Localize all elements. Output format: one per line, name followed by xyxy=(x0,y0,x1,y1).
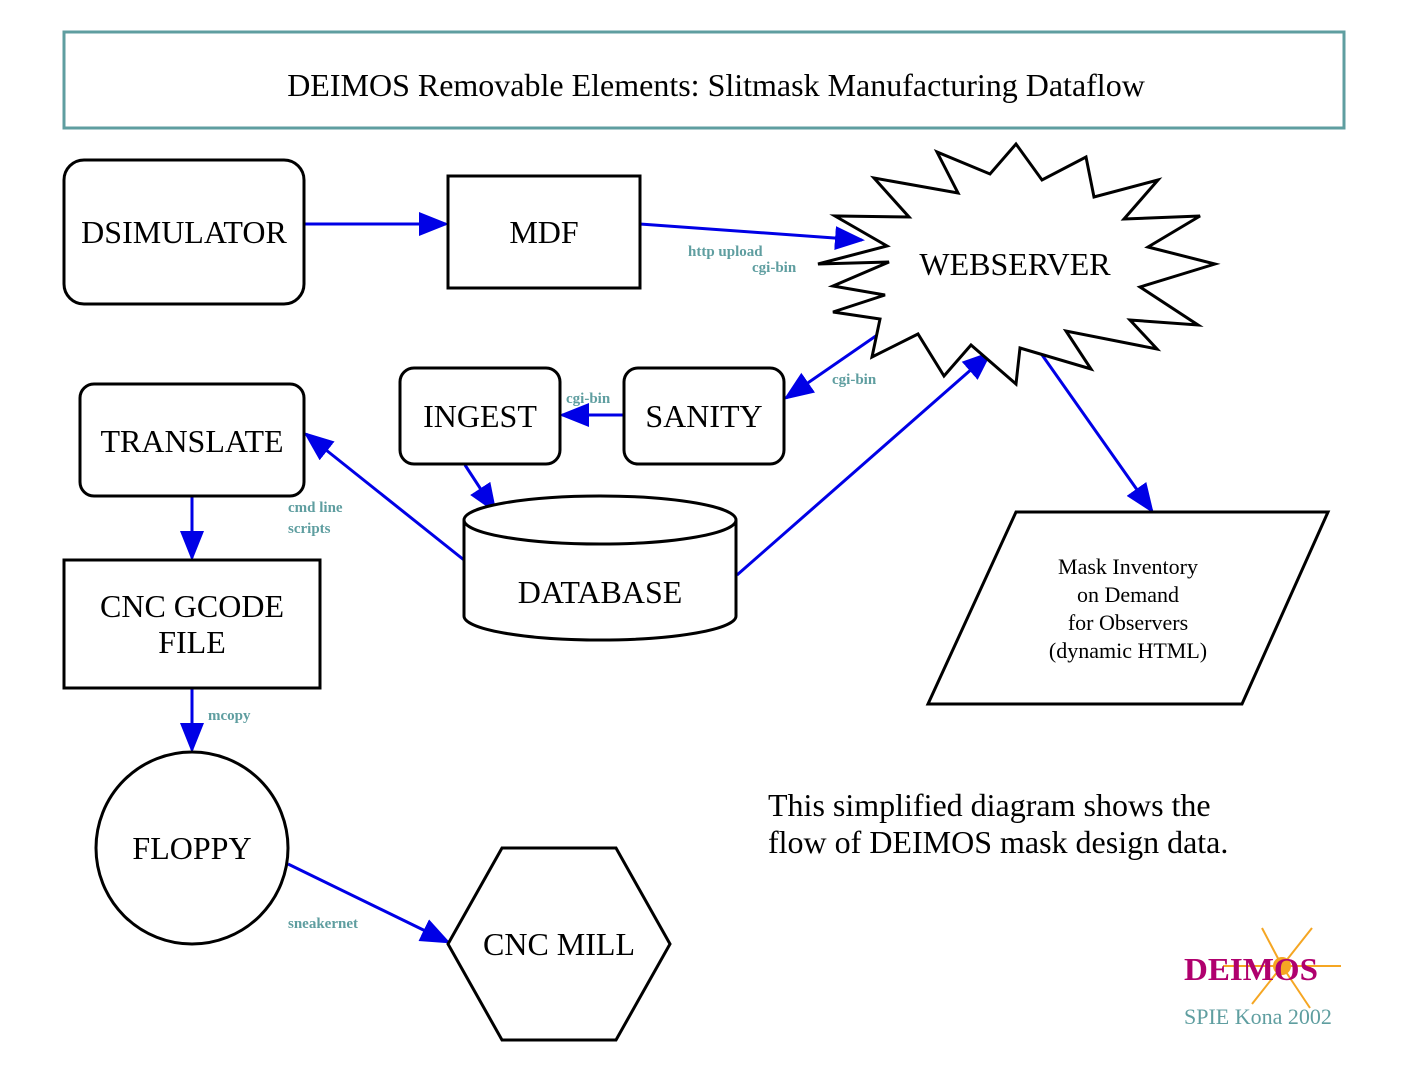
node-ingest xyxy=(398,366,562,466)
label-cmd-line: cmd line xyxy=(288,500,343,516)
label-cgi-bin-upload: cgi-bin xyxy=(752,260,797,276)
title-box xyxy=(62,30,1346,130)
node-inventory-line2: on Demand xyxy=(1077,582,1179,607)
page-title: DEIMOS Removable Elements: Slitmask Manu… xyxy=(287,67,1145,103)
node-inventory-line4: (dynamic HTML) xyxy=(1049,638,1207,663)
node-mdf-label: MDF xyxy=(509,214,578,250)
label-sneakernet: sneakernet xyxy=(288,916,358,932)
logo-text: DEIMOS xyxy=(1184,951,1318,987)
node-dsimulator xyxy=(62,158,306,306)
edge-database-webserver xyxy=(736,351,993,577)
node-database-label: DATABASE xyxy=(518,574,683,610)
node-dsimulator-label: DSIMULATOR xyxy=(81,214,287,250)
node-translate xyxy=(78,382,306,498)
node-cnc-mill xyxy=(446,846,672,1042)
edge-database-translate xyxy=(303,432,465,562)
node-webserver xyxy=(817,141,1221,388)
edge-ingest-database xyxy=(463,464,497,514)
node-floppy xyxy=(94,750,290,946)
logo-credit: SPIE Kona 2002 xyxy=(1184,1004,1332,1029)
edge-webserver-inventory xyxy=(1038,351,1154,514)
star-burst-icon xyxy=(1223,927,1341,1009)
edge-floppy-cncmill xyxy=(287,862,451,944)
label-http-upload: http upload xyxy=(688,244,763,260)
node-translate-label: TRANSLATE xyxy=(100,423,283,459)
node-database xyxy=(462,494,738,642)
label-scripts: scripts xyxy=(288,521,331,537)
node-gcode-line2: FILE xyxy=(158,624,226,660)
label-cgi-bin-sanity: cgi-bin xyxy=(832,372,877,388)
edge-mdf-webserver xyxy=(639,222,865,251)
label-mcopy: mcopy xyxy=(208,708,251,724)
node-sanity-label: SANITY xyxy=(645,398,762,434)
node-mdf xyxy=(446,174,642,290)
node-webserver-label: WEBSERVER xyxy=(919,246,1111,282)
node-cnc-mill-label: CNC MILL xyxy=(483,926,635,962)
node-gcode-line1: CNC GCODE xyxy=(100,588,284,624)
node-mask-inventory xyxy=(925,510,1331,706)
node-sanity xyxy=(622,366,786,466)
node-cnc-gcode-file xyxy=(62,558,322,690)
label-cgi-bin-ingest: cgi-bin xyxy=(566,391,611,407)
node-inventory-line1: Mask Inventory xyxy=(1058,554,1198,579)
caption-line2: flow of DEIMOS mask design data. xyxy=(768,824,1228,860)
node-ingest-label: INGEST xyxy=(423,398,537,434)
deimos-logo: DEIMOS SPIE Kona 2002 xyxy=(1184,927,1341,1029)
caption-line1: This simplified diagram shows the xyxy=(768,787,1211,823)
node-inventory-line3: for Observers xyxy=(1068,610,1188,635)
node-floppy-label: FLOPPY xyxy=(132,830,251,866)
